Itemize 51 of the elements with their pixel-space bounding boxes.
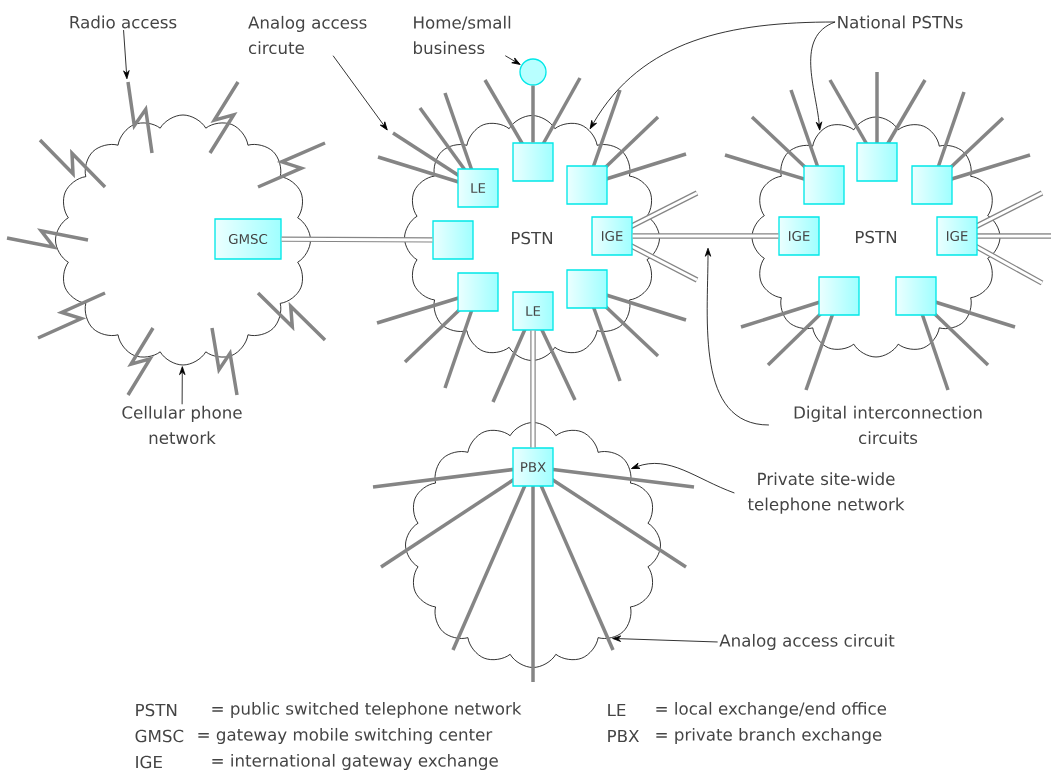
- cloud: [405, 422, 661, 668]
- definition-text: = international gateway exchange: [212, 753, 498, 771]
- leader-line: [332, 55, 388, 131]
- exchange-box: [818, 276, 860, 316]
- leader-line: [810, 21, 836, 131]
- exchange-box: [803, 165, 845, 205]
- exchange-box: [512, 142, 554, 182]
- exchange-box: GMSC: [214, 218, 282, 260]
- definition-text: = public switched telephone network: [212, 701, 522, 719]
- definition-text: = gateway mobile switching center: [198, 727, 493, 745]
- exchange-box: [457, 272, 499, 312]
- exchange-box: [566, 269, 608, 309]
- leader-line: [612, 635, 719, 643]
- trunk-line: [632, 233, 779, 239]
- leader-line: [631, 462, 735, 494]
- exchange-box: [566, 165, 608, 205]
- terminal-circle: [519, 58, 547, 86]
- callout-text: Home/small business: [414, 15, 511, 55]
- exchange-box: LE: [512, 291, 554, 331]
- callout-text: Cellular phone network: [122, 405, 242, 445]
- exchange-box: [911, 165, 953, 205]
- callout-text: Analog access circute: [248, 15, 367, 55]
- definition-text: = local exchange/end office: [656, 701, 887, 719]
- callout-text: Private site-wide telephone network: [747, 472, 905, 514]
- callout-text: Digital interconnection circuits: [794, 405, 982, 445]
- abbreviation-text: GMSC: [135, 729, 184, 743]
- leader-line: [179, 366, 186, 405]
- trunk-line: [281, 236, 433, 243]
- exchange-box: PBX: [512, 447, 554, 487]
- abbreviation-text: LE: [608, 703, 626, 717]
- access-line: [531, 85, 535, 143]
- leader-line: [589, 21, 836, 130]
- definition-text: = private branch exchange: [656, 727, 882, 745]
- abbreviation-text: PSTN: [136, 703, 177, 717]
- leader-line: [123, 29, 130, 80]
- callout-text: Radio access: [70, 15, 177, 29]
- leader-line: [704, 247, 770, 426]
- exchange-box: IGE: [778, 216, 820, 256]
- leader-line: [504, 55, 521, 65]
- exchange-box: [856, 142, 898, 182]
- callout-text: National PSTNs: [838, 15, 963, 29]
- exchange-box: IGE: [936, 216, 978, 256]
- abbreviation-text: PBX: [608, 729, 639, 743]
- abbreviation-text: IGE: [136, 755, 162, 769]
- callout-text: Analog access circuit: [719, 633, 895, 651]
- exchange-box: [895, 276, 937, 316]
- exchange-box: [432, 220, 474, 260]
- exchange-box: LE: [457, 168, 499, 208]
- trunk-line: [530, 330, 536, 448]
- cloud: [55, 114, 311, 366]
- exchange-box: IGE: [591, 216, 633, 256]
